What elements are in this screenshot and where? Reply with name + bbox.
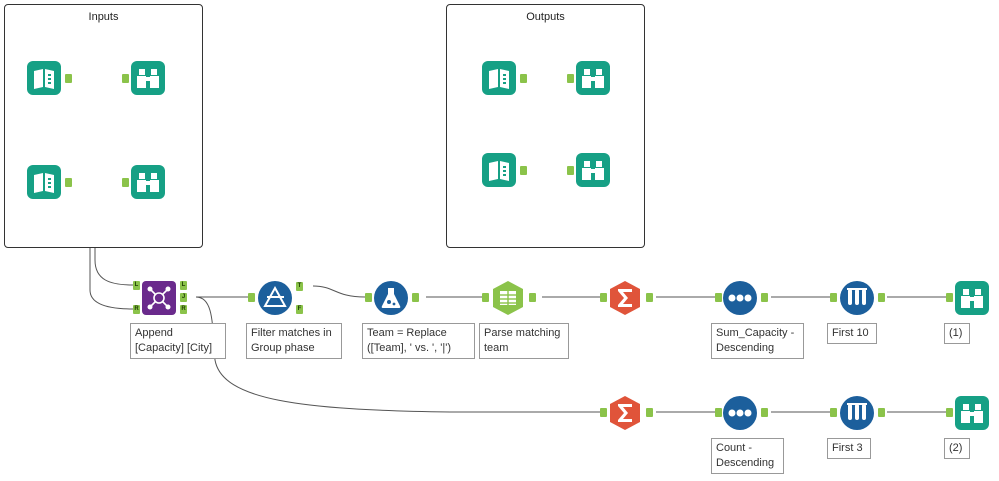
- input-anchor[interactable]: [567, 74, 574, 83]
- append-tool-label: Append [Capacity] [City]: [130, 323, 226, 359]
- input-anchor[interactable]: [830, 408, 837, 417]
- output-anchor[interactable]: [529, 293, 536, 302]
- binoculars-icon: [955, 396, 989, 430]
- append-fields-tool[interactable]: [142, 281, 176, 315]
- join-output-left-anchor[interactable]: L: [180, 281, 187, 290]
- container-inputs[interactable]: Inputs: [4, 4, 203, 248]
- join-input-right-anchor[interactable]: R: [133, 305, 140, 314]
- output-anchor[interactable]: [761, 293, 768, 302]
- browse-tool-1[interactable]: [955, 281, 989, 315]
- input-anchor[interactable]: [715, 293, 722, 302]
- filter-tool[interactable]: [258, 281, 292, 315]
- input-anchor[interactable]: [482, 293, 489, 302]
- input-anchor[interactable]: [365, 293, 372, 302]
- sort2-tool-label: Count - Descending: [711, 438, 784, 474]
- container-inputs-title: Inputs: [88, 11, 119, 23]
- test-tubes-icon: [840, 281, 874, 315]
- filter-tool-label: Filter matches in Group phase: [246, 323, 342, 359]
- sigma-icon: [610, 396, 640, 430]
- output-anchor[interactable]: [520, 166, 527, 175]
- parse-tool-label: Parse matching team: [479, 323, 569, 359]
- binoculars-icon: [131, 61, 165, 95]
- sort-tool-2[interactable]: [723, 396, 757, 430]
- summarize-tool-2[interactable]: [608, 396, 642, 430]
- input-anchor[interactable]: [600, 293, 607, 302]
- book-icon: [482, 153, 516, 187]
- filter-false-anchor[interactable]: F: [296, 305, 303, 314]
- output-anchor[interactable]: [412, 293, 419, 302]
- text-to-columns-tool[interactable]: [491, 281, 525, 315]
- browse-tool-inputs-2[interactable]: [131, 165, 165, 199]
- output-anchor[interactable]: [646, 408, 653, 417]
- input-anchor[interactable]: [600, 408, 607, 417]
- output-anchor[interactable]: [65, 178, 72, 187]
- sort-tool-1[interactable]: [723, 281, 757, 315]
- output-input-tool-1[interactable]: [482, 61, 516, 95]
- output-anchor[interactable]: [646, 293, 653, 302]
- container-outputs-title: Outputs: [526, 11, 565, 23]
- book-icon: [27, 61, 61, 95]
- list-icon: [493, 281, 523, 315]
- input-anchor[interactable]: [567, 166, 574, 175]
- input-data-tool-2[interactable]: [27, 165, 61, 199]
- output-anchor[interactable]: [761, 408, 768, 417]
- input-anchor[interactable]: [830, 293, 837, 302]
- dots-icon: [723, 396, 757, 430]
- input-data-tool-1[interactable]: [27, 61, 61, 95]
- browse-tool-inputs-1[interactable]: [131, 61, 165, 95]
- triangle-icon: [258, 281, 292, 315]
- output-input-tool-2[interactable]: [482, 153, 516, 187]
- test-tubes-icon: [840, 396, 874, 430]
- sort1-tool-label: Sum_Capacity - Descending: [711, 323, 804, 359]
- filter-true-anchor[interactable]: T: [296, 282, 303, 291]
- container-outputs[interactable]: Outputs: [446, 4, 645, 248]
- summarize-tool-1[interactable]: [608, 281, 642, 315]
- flask-icon: [374, 281, 408, 315]
- input-anchor[interactable]: [946, 408, 953, 417]
- join-output-join-anchor[interactable]: J: [180, 293, 187, 302]
- binoculars-icon: [576, 61, 610, 95]
- input-anchor[interactable]: [248, 293, 255, 302]
- formula-tool[interactable]: [374, 281, 408, 315]
- sample-tool-1[interactable]: [840, 281, 874, 315]
- binoculars-icon: [576, 153, 610, 187]
- output-anchor[interactable]: [65, 74, 72, 83]
- browse1-tool-label: (1): [944, 323, 970, 344]
- sample2-tool-label: First 3: [827, 438, 871, 459]
- book-icon: [482, 61, 516, 95]
- book-icon: [27, 165, 61, 199]
- binoculars-icon: [955, 281, 989, 315]
- output-anchor[interactable]: [878, 408, 885, 417]
- output-anchor[interactable]: [520, 74, 527, 83]
- browse-tool-outputs-1[interactable]: [576, 61, 610, 95]
- binoculars-icon: [131, 165, 165, 199]
- input-anchor[interactable]: [715, 408, 722, 417]
- sigma-icon: [610, 281, 640, 315]
- browse-tool-outputs-2[interactable]: [576, 153, 610, 187]
- join-output-right-anchor[interactable]: R: [180, 305, 187, 314]
- sample-tool-2[interactable]: [840, 396, 874, 430]
- browse-tool-2[interactable]: [955, 396, 989, 430]
- browse2-tool-label: (2): [944, 438, 970, 459]
- sample1-tool-label: First 10: [827, 323, 877, 344]
- join-input-left-anchor[interactable]: L: [133, 281, 140, 290]
- input-anchor[interactable]: [122, 74, 129, 83]
- network-icon: [142, 281, 176, 315]
- formula-tool-label: Team = Replace ([Team], ' vs. ', '|'): [362, 323, 475, 359]
- dots-icon: [723, 281, 757, 315]
- input-anchor[interactable]: [122, 178, 129, 187]
- output-anchor[interactable]: [878, 293, 885, 302]
- input-anchor[interactable]: [946, 293, 953, 302]
